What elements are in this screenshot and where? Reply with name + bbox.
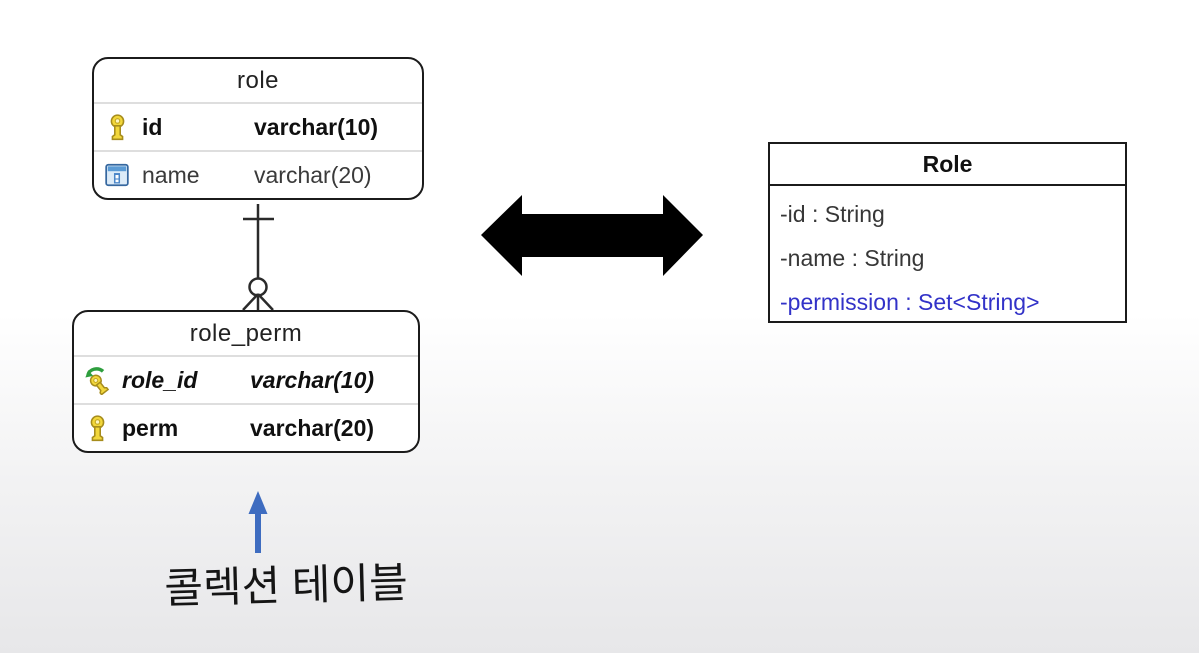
uml-class-role: Role -id : String -name : String -permis… (768, 142, 1127, 323)
primary-key-icon (84, 414, 122, 442)
erd-table-role-title: role (236, 66, 280, 94)
column-name: role_id (122, 366, 198, 393)
erd-table-role-perm-title: role_perm (189, 319, 303, 347)
primary-key-icon (104, 113, 142, 141)
column-type: varchar(10) (250, 366, 375, 393)
foreign-key-icon (84, 365, 122, 395)
erd-table-role: role id varchar(10) (92, 57, 424, 200)
column-type: varchar(20) (250, 414, 375, 441)
uml-attribute: -name : String (780, 245, 925, 271)
column-name: perm (122, 414, 179, 441)
annotation-label: 콜렉션 테이블 (163, 558, 409, 613)
cardinality-zero-circle (248, 277, 268, 297)
uml-attribute: -id : String (780, 201, 885, 227)
table-row: perm varchar(20) (74, 403, 418, 451)
uml-attribute-list: -id : String -name : String -permission … (770, 186, 1125, 324)
uml-class-title: Role (770, 144, 1125, 186)
uml-attribute: -permission : Set<String> (780, 289, 1040, 315)
annotation-up-arrow (248, 491, 268, 553)
column-icon (104, 162, 142, 188)
table-row: id varchar(10) (94, 102, 422, 150)
column-type: varchar(10) (254, 113, 379, 140)
column-name: name (142, 161, 200, 188)
crow-foot (242, 293, 274, 311)
table-row: name varchar(20) (94, 150, 422, 198)
column-type: varchar(20) (254, 161, 372, 188)
relationship-connector (242, 204, 274, 311)
mapping-double-arrow (481, 195, 703, 276)
erd-table-role-perm: role_perm role_id varchar(10) (72, 310, 420, 453)
column-name: id (142, 113, 163, 140)
table-row: role_id varchar(10) (74, 355, 418, 403)
